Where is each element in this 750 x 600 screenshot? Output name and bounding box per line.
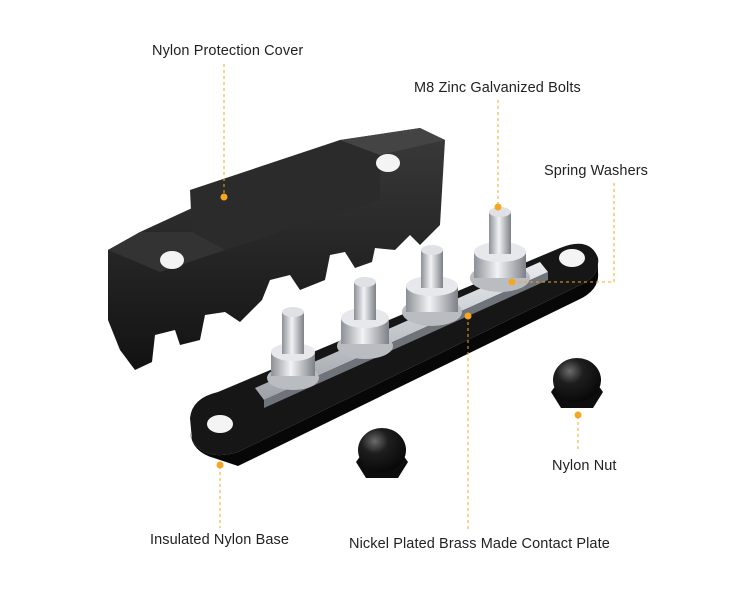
cover-mount-hole xyxy=(376,154,400,172)
leader-dot xyxy=(494,203,502,211)
label-nylon-nut: Nylon Nut xyxy=(552,458,617,474)
leader-dots xyxy=(216,193,582,469)
leader-dot xyxy=(508,278,516,286)
leader-spring-washers xyxy=(512,183,615,283)
label-m8-bolts: M8 Zinc Galvanized Bolts xyxy=(414,80,581,96)
contact-plate xyxy=(255,262,548,408)
label-contact-plate: Nickel Plated Brass Made Contact Plate xyxy=(349,536,610,552)
leader-dot xyxy=(574,411,582,419)
base-mount-hole xyxy=(207,415,233,433)
nylon-cap-nut xyxy=(356,428,408,478)
bolt xyxy=(402,245,462,326)
leader-lines xyxy=(219,64,615,530)
label-nylon-protection-cover: Nylon Protection Cover xyxy=(152,43,304,59)
bolt xyxy=(337,277,393,359)
leader-dot xyxy=(216,461,224,469)
cover-mount-hole xyxy=(160,251,184,269)
bolt xyxy=(267,307,319,390)
bolt xyxy=(470,207,530,292)
leader-dot xyxy=(220,193,228,201)
base-mount-hole xyxy=(559,249,585,267)
nylon-cap-nut xyxy=(551,358,603,408)
nylon-protection-cover xyxy=(108,128,445,370)
leader-dot xyxy=(464,312,472,320)
label-insulated-nylon-base: Insulated Nylon Base xyxy=(150,532,290,548)
label-spring-washers: Spring Washers xyxy=(544,163,649,179)
